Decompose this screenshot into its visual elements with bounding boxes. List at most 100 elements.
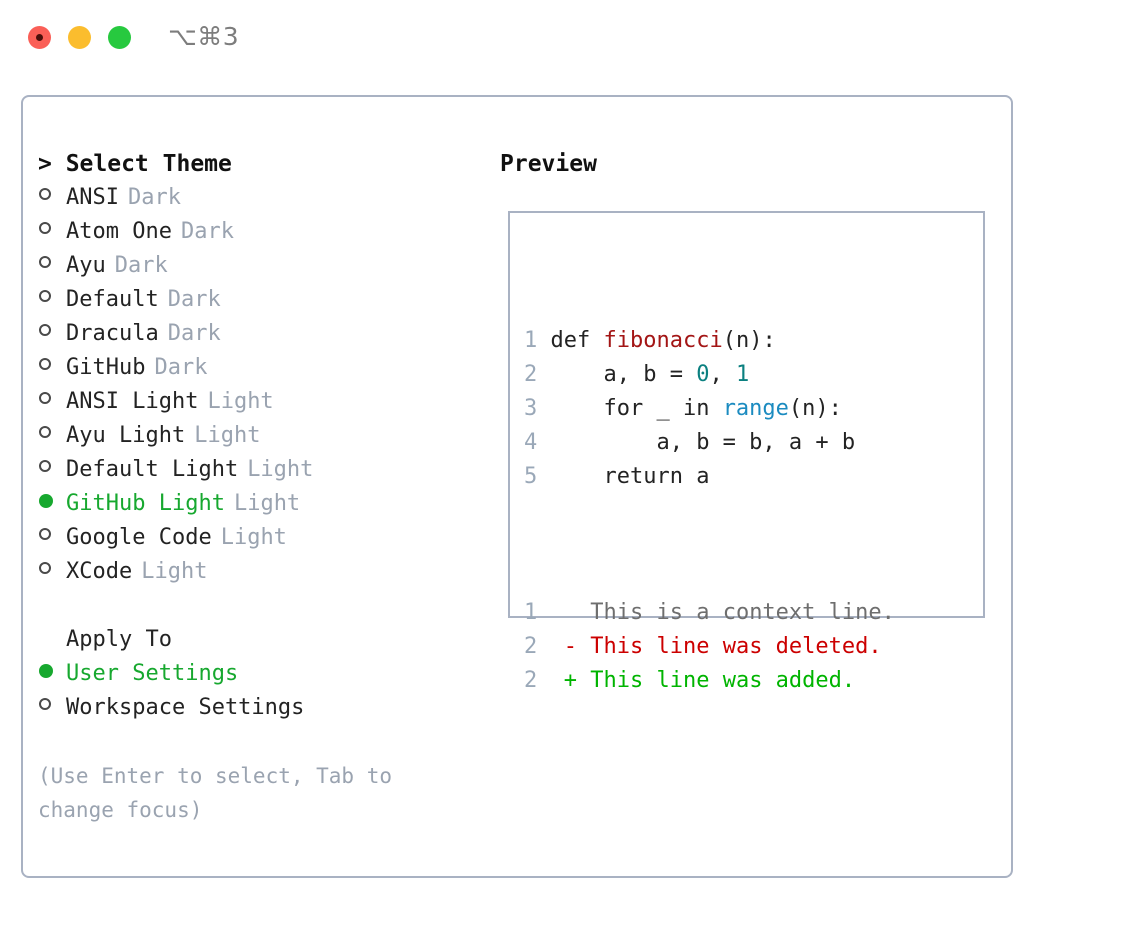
- window-controls: [28, 26, 131, 49]
- code-token: (n):: [788, 396, 842, 421]
- radio-dot: [39, 426, 51, 438]
- radio-dot: [39, 256, 51, 268]
- diff-text: This is a context line.: [590, 600, 895, 625]
- line-number: 2: [524, 634, 538, 659]
- gutter-space: [537, 430, 550, 455]
- keyboard-shortcut-label: ⌥⌘3: [168, 22, 240, 51]
- preview-heading: Preview: [500, 151, 597, 177]
- diff-text: This line was deleted.: [590, 634, 882, 659]
- line-number: 1: [524, 600, 538, 625]
- code-line: 2 a, b = 0, 1: [524, 358, 895, 392]
- radio-dot: [39, 358, 51, 370]
- apply-to-label: Workspace Settings: [66, 695, 305, 720]
- code-token: return a: [550, 464, 710, 489]
- theme-variant: Light: [247, 457, 314, 482]
- theme-variant: Dark: [167, 287, 221, 312]
- apply-to-item[interactable]: Workspace Settings: [38, 691, 468, 725]
- diff-block: 1 This is a context line. 2 - This line w…: [524, 596, 895, 698]
- theme-variant: Dark: [154, 355, 208, 380]
- theme-name: ANSI Light: [66, 389, 199, 414]
- apply-to-item[interactable]: User Settings: [38, 657, 468, 691]
- theme-variant: Light: [220, 525, 287, 550]
- code-line: 5 return a: [524, 460, 895, 494]
- theme-list-item[interactable]: Dracula Dark: [38, 317, 468, 351]
- theme-variant: Dark: [167, 321, 221, 346]
- diff-line: 1 This is a context line.: [524, 596, 895, 630]
- theme-variant: Light: [141, 559, 208, 584]
- radio-dot: [39, 290, 51, 302]
- code-token: for _ in: [550, 396, 723, 421]
- diff-marker-space: [577, 634, 590, 659]
- diff-marker: -: [563, 634, 577, 659]
- line-number: 5: [524, 464, 538, 489]
- theme-variant: Dark: [114, 253, 168, 278]
- close-button[interactable]: [28, 26, 51, 49]
- theme-name: Default: [66, 287, 159, 312]
- theme-list-item[interactable]: Default Dark: [38, 283, 468, 317]
- theme-list-item[interactable]: Ayu Dark: [38, 249, 468, 283]
- radio-dot: [39, 698, 51, 710]
- maximize-button[interactable]: [108, 26, 131, 49]
- theme-list-item[interactable]: Atom One Dark: [38, 215, 468, 249]
- code-token: range: [722, 396, 789, 421]
- diff-gutter-space: [537, 668, 564, 693]
- line-number: 2: [524, 362, 538, 387]
- radio-dot: [39, 222, 51, 234]
- diff-text: This line was added.: [590, 668, 856, 693]
- theme-name: Dracula: [66, 321, 159, 346]
- gutter-space: [537, 362, 550, 387]
- theme-name: GitHub Light: [66, 491, 225, 516]
- theme-variant: Dark: [180, 219, 234, 244]
- line-number: 1: [524, 328, 538, 353]
- gutter-space: [537, 396, 550, 421]
- theme-name: Google Code: [66, 525, 212, 550]
- diff-marker-space: [577, 668, 590, 693]
- minimize-button[interactable]: [68, 26, 91, 49]
- theme-variant: Light: [233, 491, 301, 516]
- code-token: fibonacci: [603, 328, 723, 353]
- theme-list-item[interactable]: XCode Light: [38, 555, 468, 589]
- code-token: a, b =: [550, 362, 697, 387]
- radio-dot: [39, 392, 51, 404]
- radio-dot: [39, 324, 51, 336]
- code-token: 1: [735, 362, 750, 387]
- code-line: 1 def fibonacci(n):: [524, 324, 895, 358]
- code-token: ,: [709, 362, 736, 387]
- keyboard-hint-text: (Use Enter to select, Tab to change focu…: [38, 764, 393, 822]
- apply-to-label: User Settings: [66, 661, 239, 686]
- theme-variant: Light: [207, 389, 274, 414]
- radio-dot: [39, 562, 51, 574]
- titlebar: ⌥⌘3: [0, 0, 1140, 78]
- radio-dot: [39, 528, 51, 540]
- theme-list-item[interactable]: Google Code Light: [38, 521, 468, 555]
- theme-name: Ayu Light: [66, 423, 186, 448]
- theme-name: ANSI: [66, 185, 119, 210]
- theme-list-item[interactable]: GitHub Light Light: [38, 487, 468, 521]
- list-spacer: [38, 589, 468, 623]
- theme-name: XCode: [66, 559, 133, 584]
- apply-to-heading: Apply To: [66, 627, 172, 652]
- theme-name: Ayu: [66, 253, 106, 278]
- radio-dot: [39, 664, 53, 678]
- code-token: 0: [696, 362, 710, 387]
- code-token: (n):: [722, 328, 776, 353]
- gutter-space: [537, 464, 550, 489]
- theme-list-item[interactable]: ANSI Dark: [38, 181, 468, 215]
- theme-variant: Dark: [127, 185, 181, 210]
- line-number: 3: [524, 396, 538, 421]
- theme-name: Atom One: [66, 219, 172, 244]
- line-number: 4: [524, 430, 538, 455]
- gutter-space: [537, 328, 550, 353]
- theme-list-item[interactable]: ANSI Light Light: [38, 385, 468, 419]
- preview-panel: Preview 1 def fibonacci(n):2 a, b = 0, 1…: [500, 147, 990, 693]
